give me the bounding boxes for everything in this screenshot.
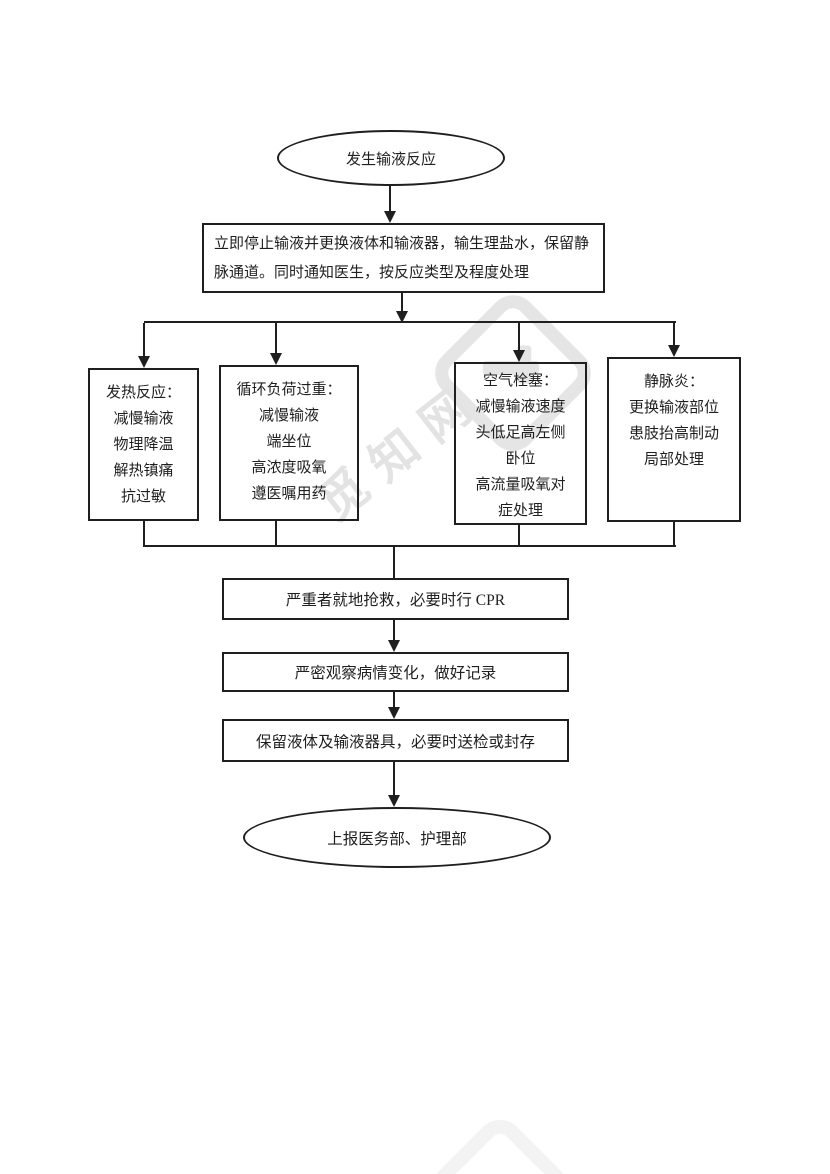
arrow-down-icon	[668, 345, 680, 357]
step-label: 严密观察病情变化，做好记录	[294, 665, 497, 682]
arrow-down-icon	[270, 353, 282, 365]
start-ellipse: 发生输液反应	[277, 130, 505, 186]
arrow-down-icon	[138, 356, 150, 368]
watermark-logo-bottom-icon	[401, 1110, 599, 1174]
connector-rail-to-phlebitis	[673, 323, 675, 345]
merge-rail-line	[144, 545, 676, 547]
connector-retain-to-report	[393, 762, 395, 795]
connector-start-to-instruction	[389, 186, 391, 211]
branch-label: 静脉炎： 更换输液部位 患肢抬高制动 局部处理	[628, 374, 719, 468]
instruction-label: 立即停止输液并更换液体和输液器，输生理盐水，保留静 脉通道。同时通知医生，按反应…	[214, 236, 590, 281]
arrow-down-icon	[396, 311, 408, 323]
connector-embolism-to-rail	[518, 525, 520, 547]
arrow-down-icon	[513, 350, 525, 362]
step-box-rescue-cpr: 严重者就地抢救，必要时行 CPR	[222, 578, 569, 620]
instruction-box: 立即停止输液并更换液体和输液器，输生理盐水，保留静 脉通道。同时通知医生，按反应…	[202, 223, 605, 293]
connector-instruction-to-rail	[401, 293, 403, 311]
step-label: 保留液体及输液器具，必要时送检或封存	[255, 733, 535, 751]
start-label: 发生输液反应	[345, 151, 436, 168]
connector-observe-to-retain	[393, 692, 395, 707]
branch-box-phlebitis: 静脉炎： 更换输液部位 患肢抬高制动 局部处理	[607, 357, 741, 522]
branch-box-fever-reaction: 发热反应： 减慢输液 物理降温 解热镇痛 抗过敏	[88, 368, 199, 521]
end-ellipse: 上报医务部、护理部	[243, 807, 551, 868]
branch-label: 空气栓塞： 减慢输液速度 头低足高左侧 卧位 高流量吸氧对 症处理	[475, 373, 566, 519]
branch-label: 循环负荷过重： 减慢输液 端坐位 高浓度吸氧 遵医嘱用药	[236, 382, 342, 502]
arrow-down-icon	[388, 795, 400, 807]
connector-rail-to-overload	[275, 323, 277, 353]
connector-rescue-to-observe	[393, 620, 395, 640]
step-box-retain-specimens: 保留液体及输液器具，必要时送检或封存	[222, 719, 569, 762]
connector-phlebitis-to-rail	[673, 522, 675, 547]
end-label: 上报医务部、护理部	[327, 830, 467, 848]
connector-rail-to-rescue	[393, 547, 395, 578]
arrow-down-icon	[388, 640, 400, 652]
branch-box-circulatory-overload: 循环负荷过重： 减慢输液 端坐位 高浓度吸氧 遵医嘱用药	[219, 365, 359, 521]
arrow-down-icon	[388, 707, 400, 719]
connector-rail-to-embolism	[518, 323, 520, 350]
branch-rail-line	[144, 321, 676, 323]
connector-fever-to-rail	[143, 521, 145, 547]
branch-label: 发热反应： 减慢输液 物理降温 解热镇痛 抗过敏	[105, 385, 181, 505]
step-box-observe-record: 严密观察病情变化，做好记录	[222, 652, 569, 692]
connector-overload-to-rail	[275, 521, 277, 547]
connector-rail-to-fever	[143, 323, 145, 356]
step-label: 严重者就地抢救，必要时行 CPR	[285, 592, 506, 609]
branch-box-air-embolism: 空气栓塞： 减慢输液速度 头低足高左侧 卧位 高流量吸氧对 症处理	[454, 362, 587, 525]
arrow-down-icon	[384, 211, 396, 223]
